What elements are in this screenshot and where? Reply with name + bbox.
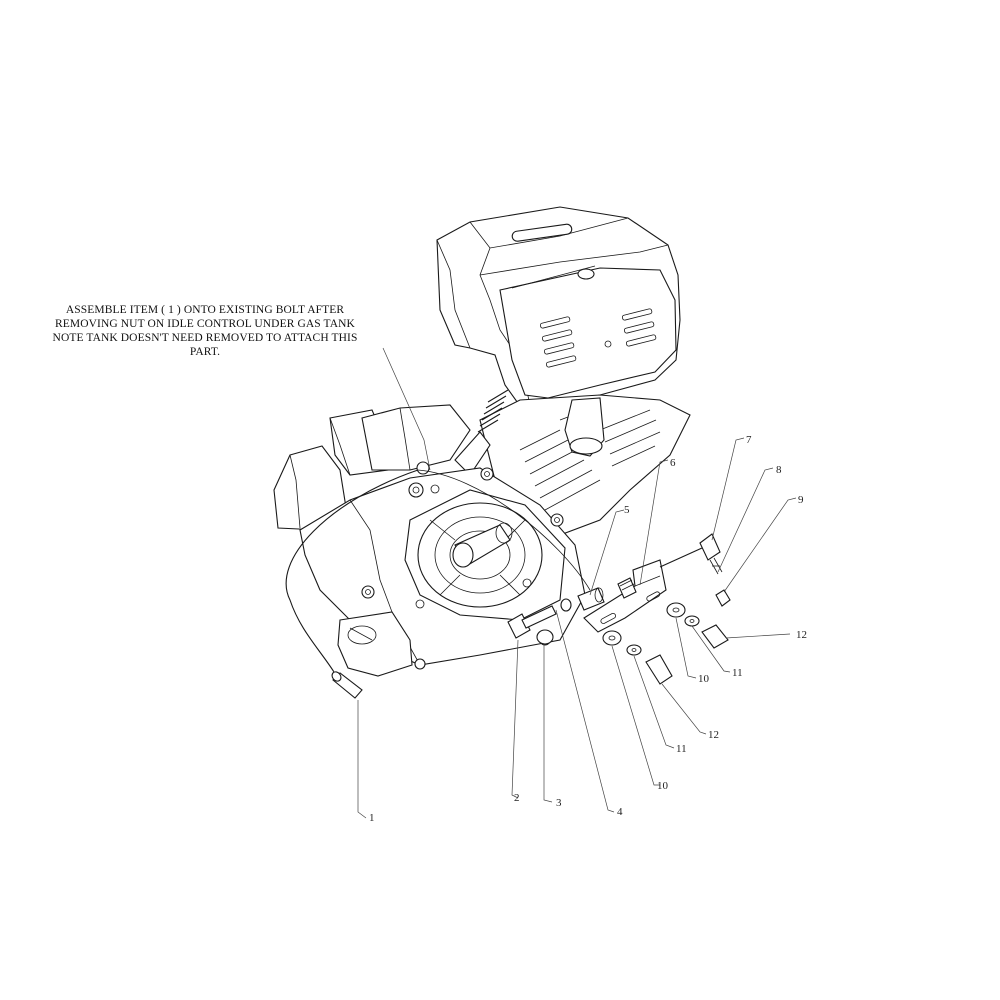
parts-10-12 — [602, 602, 729, 685]
note-line-4: PART. — [189, 346, 221, 358]
assembly-note: ASSEMBLE ITEM ( 1 ) ONTO EXISTING BOLT A… — [20, 303, 390, 359]
governor-spring — [454, 389, 509, 476]
callout-7: 7 — [746, 434, 752, 446]
callout-10-lower: 10 — [657, 780, 669, 792]
cable — [285, 469, 591, 673]
part-6-bracket — [583, 559, 667, 633]
callout-labels: 1 2 3 4 5 6 7 8 9 10 10 11 11 12 12 — [369, 434, 807, 824]
callout-6: 6 — [670, 457, 676, 469]
callout-11-upper: 11 — [732, 667, 743, 679]
air-cleaner-housing — [436, 206, 681, 409]
callout-9: 9 — [798, 494, 804, 506]
parts-7-9 — [659, 533, 731, 607]
note-line-2: REMOVING NUT ON IDLE CONTROL UNDER GAS T… — [55, 318, 355, 330]
callout-3: 3 — [556, 797, 562, 809]
callout-8: 8 — [776, 464, 782, 476]
part-1-spacer — [331, 671, 363, 699]
carburetor-area — [273, 404, 471, 531]
callout-12-lower: 12 — [708, 729, 719, 741]
callout-2: 2 — [514, 792, 520, 804]
crankcase — [299, 467, 586, 677]
callout-leaders — [357, 437, 797, 819]
callout-10-upper: 10 — [698, 673, 710, 685]
callout-11-lower: 11 — [676, 743, 687, 755]
callout-4: 4 — [617, 806, 623, 818]
note-leader-line — [382, 347, 431, 471]
callout-1: 1 — [369, 812, 375, 824]
callout-12-upper: 12 — [796, 629, 807, 641]
note-line-3: NOTE TANK DOESN'T NEED REMOVED TO ATTACH… — [52, 332, 358, 344]
note-line-1: ASSEMBLE ITEM ( 1 ) ONTO EXISTING BOLT A… — [65, 304, 345, 316]
parts-2-5 — [507, 587, 605, 645]
callout-5: 5 — [624, 504, 630, 516]
